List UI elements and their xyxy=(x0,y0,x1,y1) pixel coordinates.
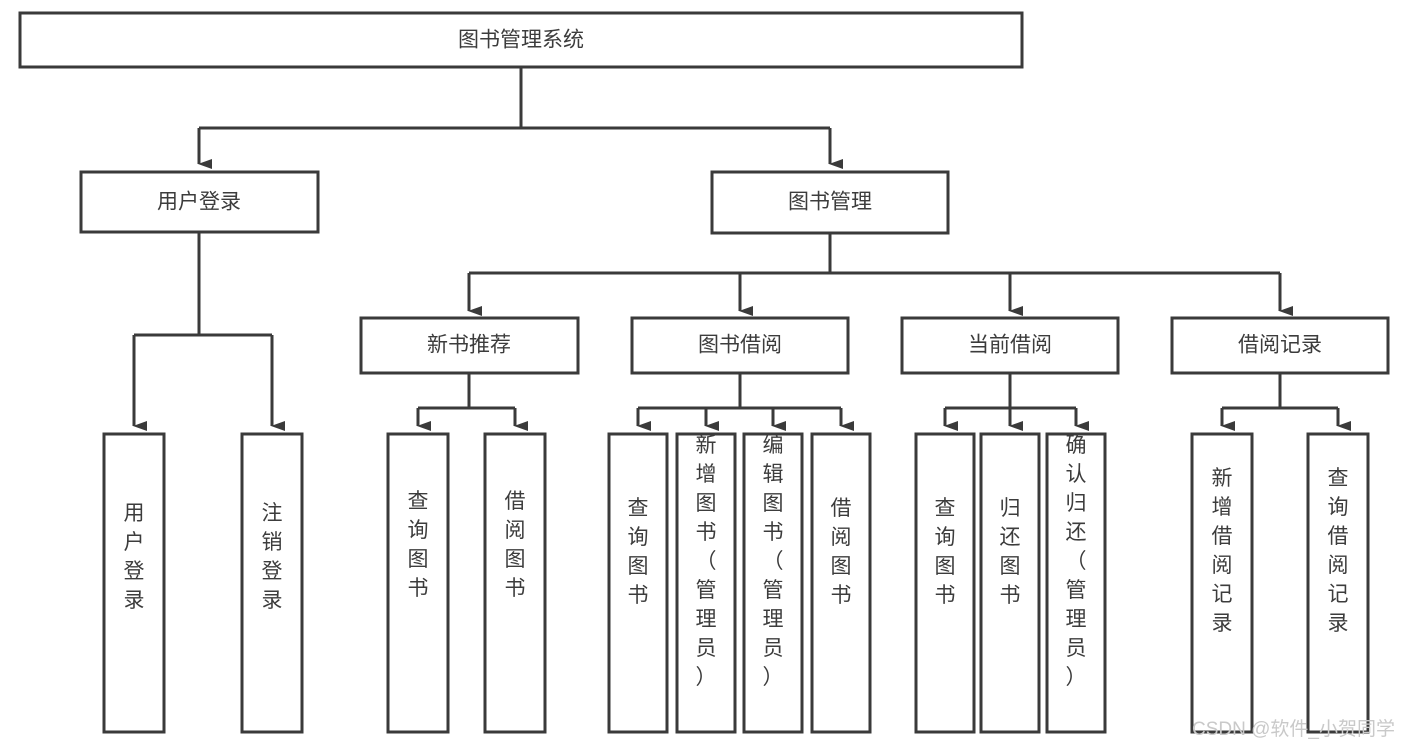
node-book-manage[interactable]: 图书管理 xyxy=(710,170,950,235)
leaf-current-borrow-3-box[interactable] xyxy=(1045,432,1107,734)
leaf-book-borrow-4-label: 借阅图书 xyxy=(831,497,852,607)
leaf-book-borrow-4[interactable]: 借阅图书 xyxy=(810,432,872,734)
leaf-new-book-1-label: 查询图书 xyxy=(408,490,429,600)
leaf-current-borrow-1-box[interactable] xyxy=(914,432,976,734)
leaf-borrow-record-1-label: 新增借阅记录 xyxy=(1212,467,1233,635)
leaf-book-borrow-2-label: 新增图书（管理员） xyxy=(696,434,717,689)
leaf-borrow-record-2-box[interactable] xyxy=(1306,432,1370,734)
leaf-book-borrow-1-box[interactable] xyxy=(607,432,669,734)
leaf-book-borrow-2-box[interactable] xyxy=(675,432,737,734)
node-book-borrow-box[interactable] xyxy=(630,316,850,375)
leaf-borrow-record-2-label: 查询借阅记录 xyxy=(1328,467,1349,635)
leaf-borrow-record-1[interactable]: 新增借阅记录 xyxy=(1190,432,1254,734)
leaf-book-borrow-1-label: 查询图书 xyxy=(628,497,649,607)
node-current-borrow-label: 当前借阅 xyxy=(968,334,1052,357)
node-current-borrow[interactable]: 当前借阅 xyxy=(900,316,1120,375)
node-user-login[interactable]: 用户登录 xyxy=(79,170,320,234)
leaf-current-borrow-3-label: 确认归还（管理员） xyxy=(1066,434,1087,689)
node-book-borrow[interactable]: 图书借阅 xyxy=(630,316,850,375)
node-user-login-box[interactable] xyxy=(79,170,320,234)
leaf-user-login-1-label: 用户登录 xyxy=(124,502,145,612)
node-root-box[interactable] xyxy=(18,11,1024,69)
leaf-current-borrow-2[interactable]: 归还图书 xyxy=(979,432,1041,734)
node-borrow-record-box[interactable] xyxy=(1170,316,1390,375)
leaf-current-borrow-1-label: 查询图书 xyxy=(935,497,956,607)
node-borrow-record-label: 借阅记录 xyxy=(1238,334,1322,357)
leaf-new-book-1[interactable]: 查询图书 xyxy=(386,432,450,734)
leaf-new-book-2[interactable]: 借阅图书 xyxy=(483,432,547,734)
leaf-borrow-record-2[interactable]: 查询借阅记录 xyxy=(1306,432,1370,734)
node-user-login-label: 用户登录 xyxy=(157,191,241,214)
node-new-book-recommend-label: 新书推荐 xyxy=(427,334,511,357)
edge-group-borrowrecord-to-leaves xyxy=(1220,373,1351,431)
edge-group-currentborrow-to-leaves xyxy=(943,373,1089,431)
leaf-user-login-2-box[interactable] xyxy=(240,432,304,734)
leaf-book-borrow-3[interactable]: 编辑图书（管理员） xyxy=(742,432,804,734)
leaf-user-login-1-box[interactable] xyxy=(102,432,166,734)
watermark-label: CSDN @软件_小贺同学 xyxy=(1192,718,1395,740)
node-book-manage-box[interactable] xyxy=(710,170,950,235)
leaf-book-borrow-4-box[interactable] xyxy=(810,432,872,734)
node-book-borrow-label: 图书借阅 xyxy=(698,334,782,357)
node-new-book-recommend[interactable]: 新书推荐 xyxy=(359,316,580,375)
node-book-manage-label: 图书管理 xyxy=(788,191,872,214)
leaf-current-borrow-2-label: 归还图书 xyxy=(1000,497,1021,607)
leaf-book-borrow-3-box[interactable] xyxy=(742,432,804,734)
node-borrow-record[interactable]: 借阅记录 xyxy=(1170,316,1390,375)
leaf-new-book-1-box[interactable] xyxy=(386,432,450,734)
leaf-book-borrow-3-label: 编辑图书（管理员） xyxy=(763,434,784,689)
leaf-book-borrow-1[interactable]: 查询图书 xyxy=(607,432,669,734)
leaf-current-borrow-2-box[interactable] xyxy=(979,432,1041,734)
edge-group-bookborrow-to-leaves xyxy=(636,373,854,431)
leaf-borrow-record-1-box[interactable] xyxy=(1190,432,1254,734)
leaf-new-book-2-label: 借阅图书 xyxy=(505,490,526,600)
node-root-label: 图书管理系统 xyxy=(458,29,584,52)
node-root[interactable]: 图书管理系统 xyxy=(18,11,1024,69)
leaf-user-login-1[interactable]: 用户登录 xyxy=(102,432,166,734)
leaf-new-book-2-box[interactable] xyxy=(483,432,547,734)
leaf-current-borrow-1[interactable]: 查询图书 xyxy=(914,432,976,734)
leaf-current-borrow-3[interactable]: 确认归还（管理员） xyxy=(1045,432,1107,734)
leaf-user-login-2-label: 注销登录 xyxy=(262,502,283,612)
node-new-book-recommend-box[interactable] xyxy=(359,316,580,375)
leaf-book-borrow-2[interactable]: 新增图书（管理员） xyxy=(675,432,737,734)
edge-group-bookmanage-to-level3 xyxy=(467,233,1293,316)
node-current-borrow-box[interactable] xyxy=(900,316,1120,375)
edge-group-newbook-to-leaves xyxy=(416,373,528,431)
edge-group-userlogin-to-leaves xyxy=(132,232,285,431)
edge-group-root-to-level2 xyxy=(197,67,843,169)
leaf-user-login-2[interactable]: 注销登录 xyxy=(240,432,304,734)
